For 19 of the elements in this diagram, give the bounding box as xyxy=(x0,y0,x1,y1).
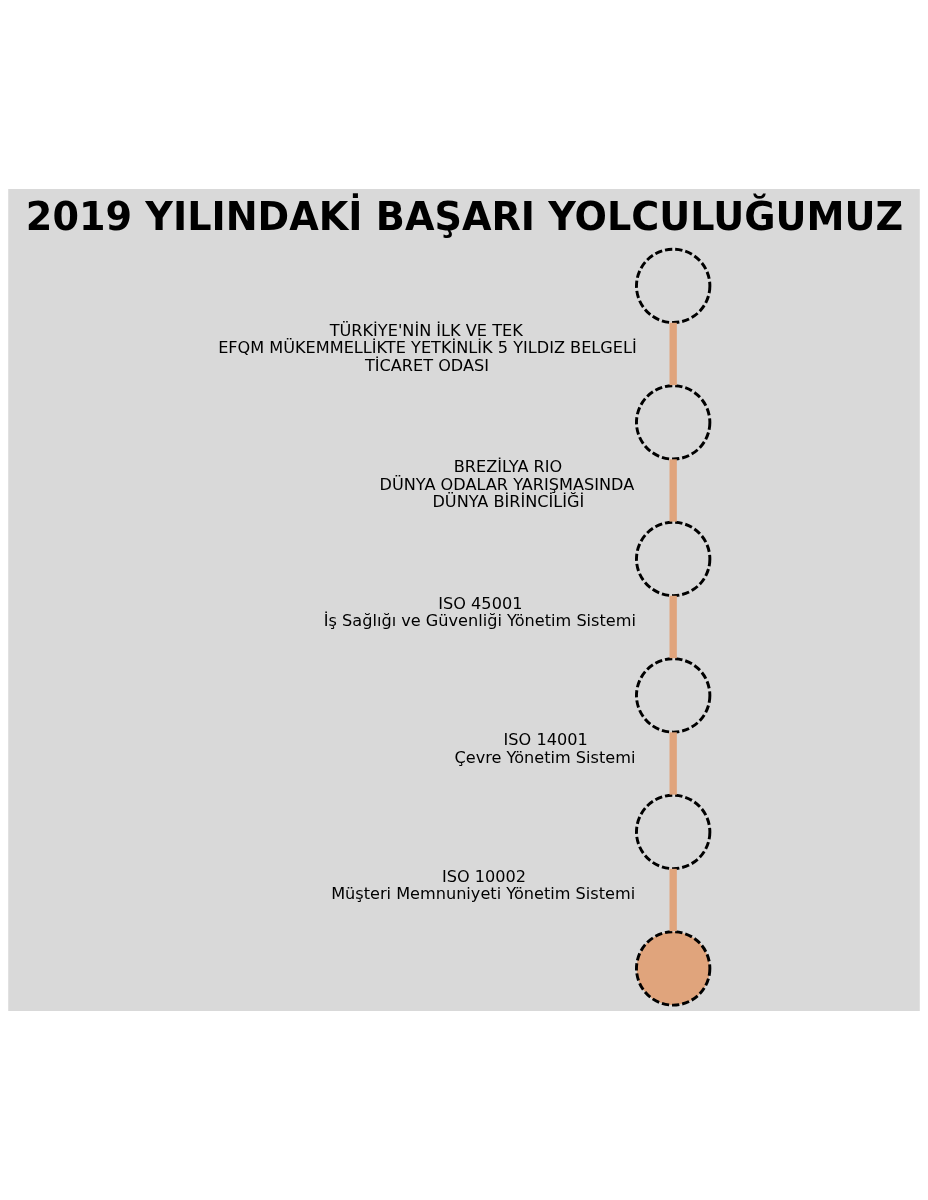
node-circle xyxy=(635,793,712,871)
connector xyxy=(669,868,677,932)
node-circle xyxy=(635,520,712,598)
node-label: Müşteri Memnuniyeti Yönetim Sistemi xyxy=(331,884,636,904)
connector xyxy=(669,595,677,659)
node-label: TİCARET ODASI xyxy=(364,355,490,375)
node-label: Çevre Yönetim Sistemi xyxy=(454,747,636,767)
node-circle xyxy=(635,657,712,734)
node-circle xyxy=(635,930,712,1007)
node-label: ISO 45001 xyxy=(438,593,523,613)
node-label: ISO 14001 xyxy=(503,730,588,750)
connector xyxy=(669,322,677,386)
node-label: İş Sağlığı ve Güvenliği Yönetim Sistemi xyxy=(323,611,636,631)
node-circle xyxy=(635,384,712,461)
diagram-title: 2019 YILINDAKİ BAŞARI YOLCULUĞUMUZ xyxy=(25,194,904,239)
node-circle xyxy=(635,247,712,325)
node-label: DÜNYA BİRİNCİLİĞİ xyxy=(432,492,585,512)
node-label: ISO 10002 xyxy=(441,866,527,886)
node-label: BREZİLYA RIO xyxy=(453,457,563,476)
